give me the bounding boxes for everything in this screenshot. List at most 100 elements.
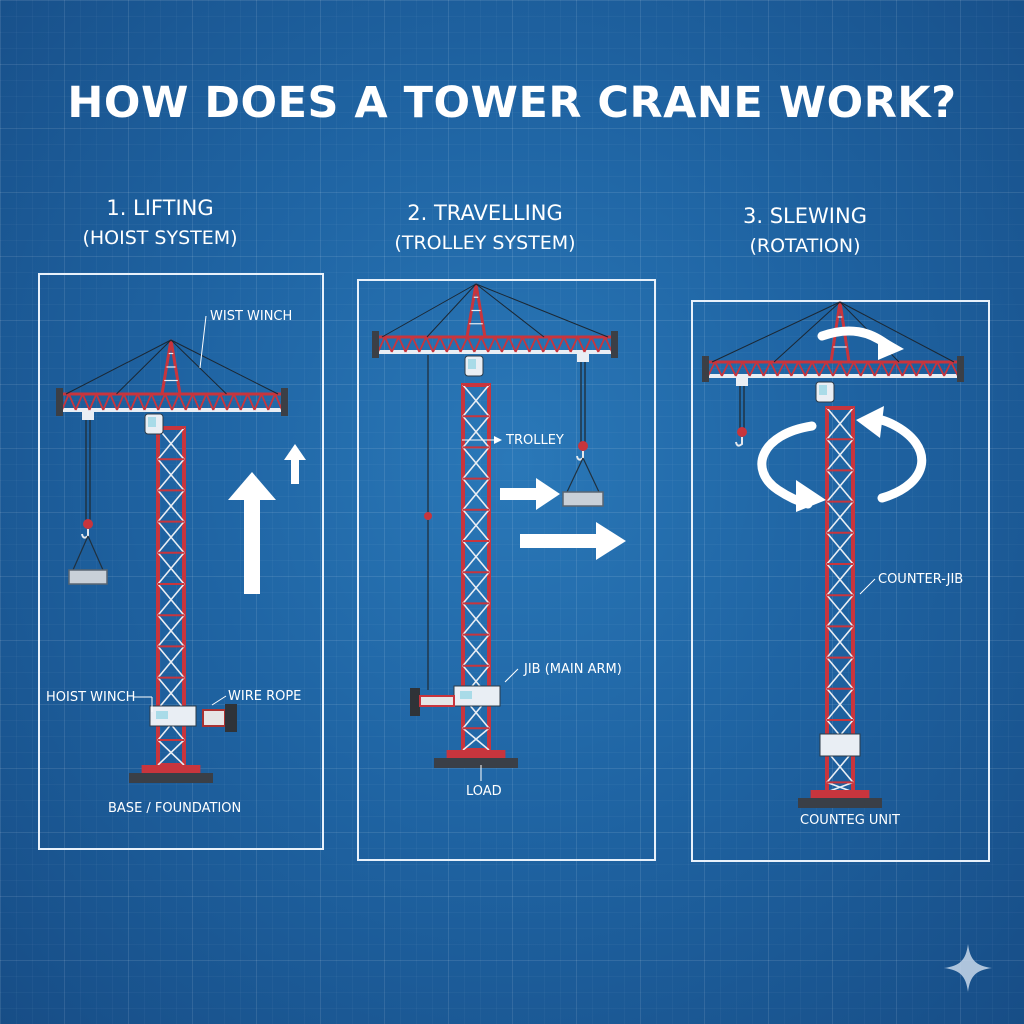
mast-brace (826, 594, 854, 627)
jib-lattice (246, 393, 256, 411)
pendant-line (116, 339, 172, 395)
jib-lattice (219, 393, 228, 411)
pendant-line (381, 283, 477, 338)
base-footing (129, 773, 213, 783)
mast-brace (157, 614, 185, 647)
label-wire-rope: WIRE ROPE (228, 689, 301, 704)
jib-lattice (859, 361, 869, 377)
jib-lattice (446, 336, 455, 353)
pendant-line (170, 339, 227, 395)
jib-lattice (776, 361, 786, 377)
mast-brace (157, 645, 185, 679)
step-slewing-heading: 3. SLEWING (ROTATION) (695, 201, 915, 261)
jib-lattice (205, 393, 215, 411)
sling (72, 535, 89, 571)
annotation-leaders (134, 315, 876, 781)
winch-panel (460, 691, 472, 699)
jib-lattice (556, 336, 565, 353)
mast-brace (462, 571, 490, 604)
jib-lattice (936, 361, 945, 377)
jib-lattice (68, 393, 77, 411)
base-foundation (798, 790, 882, 808)
mast-brace (462, 509, 490, 542)
pendant-line (475, 283, 609, 338)
jib-lattice (432, 336, 441, 353)
step-lifting-heading: 1. LIFTING (HOIST SYSTEM) (40, 193, 280, 253)
jib-lattice (178, 393, 187, 411)
panel-slewing (691, 300, 990, 862)
jib-lattice (143, 393, 153, 411)
mast-brace (826, 469, 854, 503)
mast-brace (157, 583, 185, 616)
jib-lattice (501, 336, 510, 353)
mast-brace (157, 521, 185, 554)
step-subheading: (HOIST SYSTEM) (82, 227, 238, 249)
jib-lattice (260, 393, 270, 411)
jib-lattice (590, 336, 600, 353)
jib-lattice (123, 393, 132, 411)
jib-lattice (274, 393, 283, 411)
mast-brace (826, 657, 854, 690)
jib-lattice (783, 361, 793, 377)
step-heading: 1. LIFTING (106, 196, 214, 220)
jib-lattice (535, 336, 544, 353)
jib-lattice (384, 336, 393, 353)
mast-brace (826, 625, 854, 659)
arrow-right-icon (520, 522, 626, 560)
mast-brace (826, 438, 854, 471)
jib-lattice (480, 336, 489, 353)
mast-brace (157, 677, 185, 710)
panel-travelling (357, 279, 656, 861)
jib-lattice (439, 336, 448, 353)
jib-lattice (755, 361, 765, 377)
jib-lattice (908, 361, 918, 377)
jib-lattice (762, 361, 772, 377)
jib-lattice (390, 336, 400, 353)
hook-block (424, 512, 432, 520)
jib-lattice (212, 393, 221, 411)
hoist-winch (453, 685, 501, 707)
mast-brace (826, 688, 854, 721)
hook (576, 451, 584, 461)
jib-lattice (887, 361, 897, 377)
sling (87, 535, 104, 571)
jib-lattice (157, 393, 166, 411)
cab-window (148, 417, 156, 427)
jib-lattice (929, 361, 938, 377)
crane-travelling (372, 283, 618, 768)
arrow-right-icon (500, 478, 560, 510)
mast-brace (157, 489, 185, 523)
jib-lattice (721, 361, 730, 377)
jib-lattice (583, 336, 593, 353)
jib-lattice (494, 336, 503, 353)
cab-window (468, 359, 476, 369)
winch-motor (225, 704, 237, 732)
jib-lattice (226, 393, 235, 411)
mast-brace (826, 563, 854, 596)
jib-end (611, 331, 618, 358)
trolley-block (736, 378, 748, 386)
jib-end (56, 388, 63, 416)
load-block (562, 491, 604, 507)
jib-lattice (239, 393, 249, 411)
jib-lattice (425, 336, 434, 353)
mast (461, 383, 491, 752)
jib-lattice (853, 361, 862, 377)
hook-block (737, 427, 747, 437)
mast-brace (462, 384, 490, 417)
arrow-up-icon (284, 444, 306, 484)
trolley-block (577, 354, 589, 362)
pendant-line (773, 301, 841, 363)
winch-panel (156, 711, 168, 719)
mast (825, 406, 855, 794)
jib-lattice (563, 336, 572, 353)
counter-unit (819, 733, 861, 757)
hook-icon (735, 378, 748, 447)
jib-lattice (459, 336, 469, 353)
jib-lattice (397, 336, 407, 353)
mast-brace (157, 458, 185, 491)
hook-icon (68, 412, 108, 585)
jib-lattice (769, 361, 779, 377)
sparkle-icon (944, 944, 992, 992)
